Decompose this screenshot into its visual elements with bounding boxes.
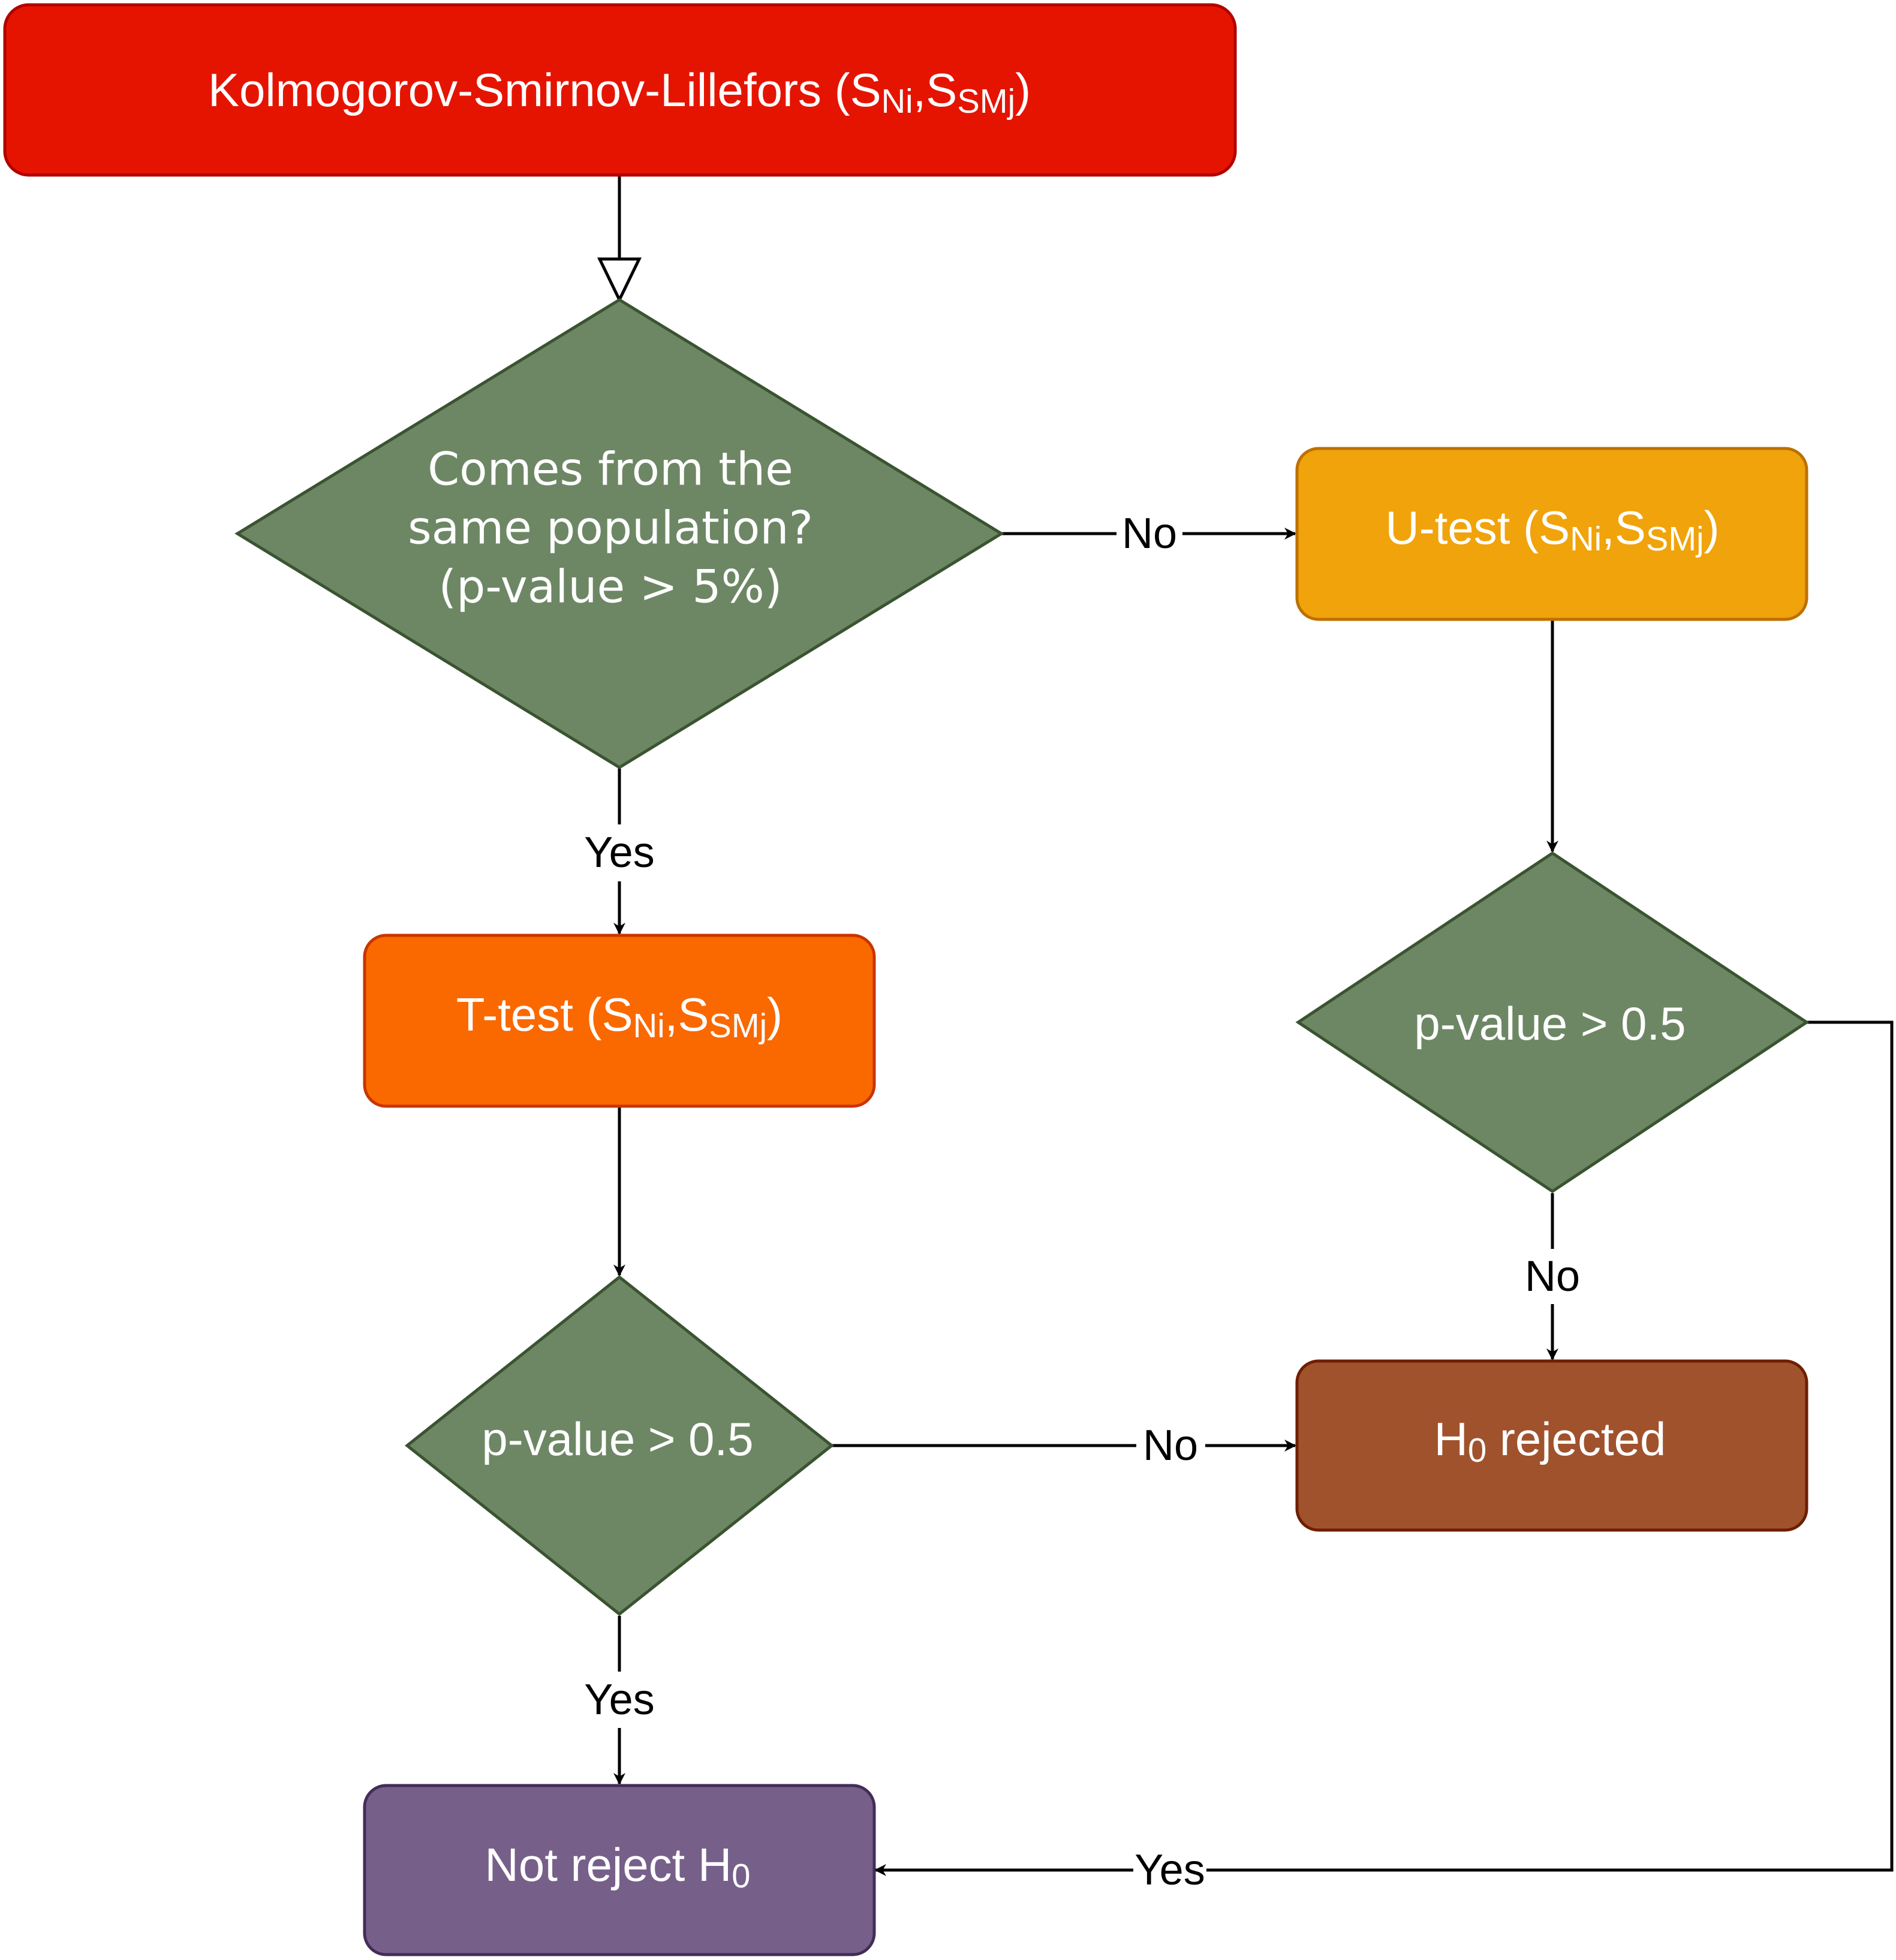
ttest-box bbox=[363, 934, 876, 1108]
decision-t-diamond bbox=[404, 1275, 835, 1616]
node-decision-t: p-value > 0.5 bbox=[404, 1275, 835, 1616]
node-decision-population: Comes from the same population? (p-value… bbox=[234, 298, 1004, 769]
not-reject-box bbox=[363, 1784, 876, 1956]
edge-u-to-notreject-a bbox=[1206, 1020, 1894, 1872]
utest-label: U-test (SNi,SSMj) bbox=[1385, 501, 1719, 558]
edge-label-t-no: No bbox=[1143, 1422, 1198, 1470]
edge-label-pop-yes: Yes bbox=[584, 829, 654, 877]
edge-label-pop-no: No bbox=[1122, 510, 1177, 558]
not-reject-label: Not reject H0 bbox=[484, 1838, 750, 1895]
start-box bbox=[3, 3, 1237, 177]
decision-t-label: p-value > 0.5 bbox=[481, 1413, 753, 1465]
decision-u-label: p-value > 0.5 bbox=[1414, 997, 1686, 1050]
edge-labels: No Yes No No Yes Yes bbox=[584, 510, 1580, 1894]
node-decision-u: p-value > 0.5 bbox=[1295, 851, 1810, 1194]
edges bbox=[597, 175, 1894, 1876]
node-ttest: T-test (SNi,SSMj) bbox=[363, 934, 876, 1108]
edge-label-u-no: No bbox=[1525, 1253, 1580, 1300]
node-rejected: H0 rejected bbox=[1295, 1359, 1808, 1532]
node-start: Kolmogorov-Smirnov-Lillefors (SNi,SSMj) bbox=[3, 3, 1237, 177]
ttest-label: T-test (SNi,SSMj) bbox=[456, 988, 783, 1044]
utest-box bbox=[1295, 447, 1808, 621]
edge-label-t-yes: Yes bbox=[584, 1676, 654, 1724]
decision-population-diamond bbox=[234, 298, 1004, 769]
decision-population-line2: same population? bbox=[408, 501, 813, 555]
rejected-box bbox=[1295, 1359, 1808, 1532]
rejected-label: H0 rejected bbox=[1434, 1413, 1666, 1469]
node-not-reject: Not reject H0 bbox=[363, 1784, 876, 1956]
hollow-arrowhead-icon bbox=[597, 257, 642, 303]
decision-population-line1: Comes from the bbox=[428, 442, 793, 496]
decision-population-line3: (p-value > 5%) bbox=[438, 560, 782, 613]
node-utest: U-test (SNi,SSMj) bbox=[1295, 447, 1808, 621]
decision-u-diamond bbox=[1295, 851, 1810, 1194]
edge-label-u-yes: Yes bbox=[1134, 1846, 1205, 1894]
start-label: Kolmogorov-Smirnov-Lillefors (SNi,SSMj) bbox=[208, 64, 1031, 120]
